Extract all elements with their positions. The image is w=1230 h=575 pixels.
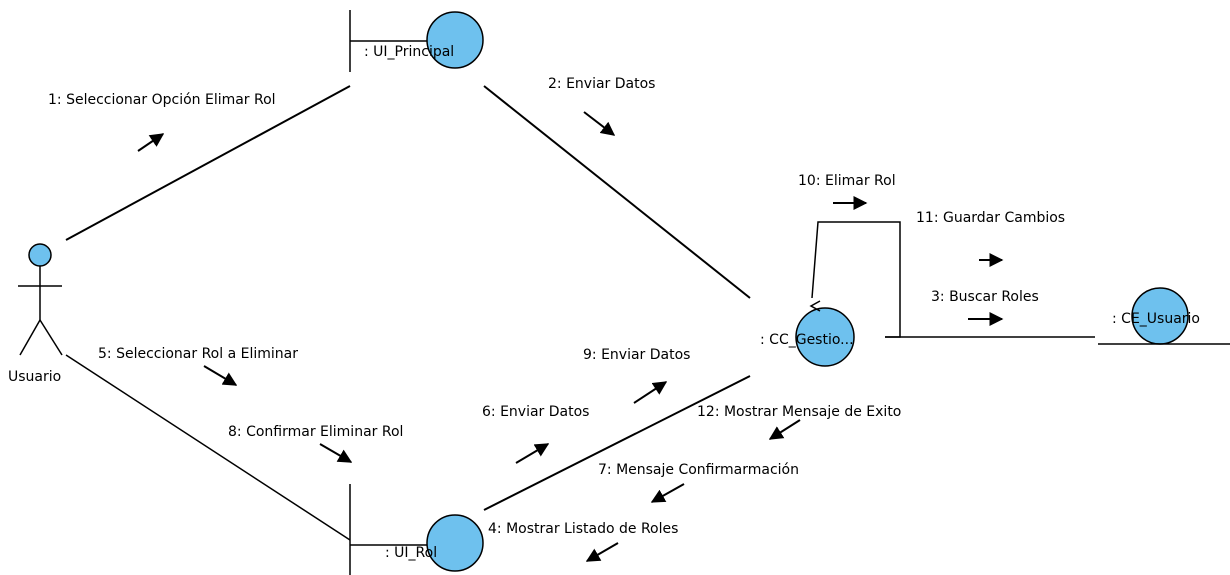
object-ui-principal[interactable]: : UI_Principal [349, 10, 484, 72]
message-labels: 1: Seleccionar Opción Elimar Rol 2: Envi… [48, 76, 1065, 537]
message-10[interactable]: 10: Elimar Rol [798, 173, 896, 189]
message-3[interactable]: 3: Buscar Roles [931, 289, 1039, 305]
message-4[interactable]: 4: Mostrar Listado de Roles [488, 521, 678, 537]
actor-label: Usuario [8, 369, 61, 385]
object-label: : CC_Gestio... [760, 332, 854, 348]
message-5[interactable]: 5: Seleccionar Rol a Eliminar [98, 346, 298, 362]
arrow-m12 [768, 419, 801, 440]
arrow-m5 [203, 365, 238, 386]
link-ui-rol-cc-gestion[interactable] [483, 375, 751, 511]
actor-icon [18, 266, 63, 356]
boundary-icon [349, 484, 427, 575]
boundary-icon [349, 10, 427, 72]
arrow-m6 [515, 443, 550, 464]
boundary-circle [426, 514, 484, 572]
object-label: : UI_Principal [364, 44, 454, 60]
actor-head [28, 243, 52, 267]
boundary-circle [426, 11, 484, 69]
control-arrow-icon [809, 300, 821, 312]
arrow-m7 [650, 483, 685, 503]
message-arrows [137, 111, 1004, 562]
control-circle [795, 307, 855, 367]
message-11[interactable]: 11: Guardar Cambios [916, 210, 1065, 226]
message-9[interactable]: 9: Enviar Datos [583, 347, 690, 363]
object-label: : UI_Rol [385, 545, 437, 561]
arrow-m8 [319, 443, 353, 463]
link-usuario-ui-principal[interactable] [65, 85, 351, 241]
message-12[interactable]: 12: Mostrar Mensaje de Exito [697, 404, 901, 420]
message-7[interactable]: 7: Mensaje Confirmarmación [598, 462, 799, 478]
message-2[interactable]: 2: Enviar Datos [548, 76, 655, 92]
arrow-m2 [583, 111, 616, 136]
link-usuario-ui-rol[interactable] [65, 354, 351, 541]
actor-usuario[interactable]: Usuario [8, 243, 63, 385]
message-6[interactable]: 6: Enviar Datos [482, 404, 589, 420]
arrow-m9 [633, 381, 668, 404]
object-cc-gestion[interactable]: : CC_Gestio... [760, 300, 855, 367]
object-label: : CE_Usuario [1112, 311, 1200, 327]
self-link-cc-gestion[interactable] [811, 221, 901, 338]
arrow-m1 [137, 133, 165, 152]
arrow-m4 [585, 542, 619, 562]
object-ui-rol[interactable]: : UI_Rol [349, 484, 484, 575]
message-1[interactable]: 1: Seleccionar Opción Elimar Rol [48, 92, 276, 108]
links [65, 85, 1095, 541]
message-8[interactable]: 8: Confirmar Eliminar Rol [228, 424, 403, 440]
object-ce-usuario[interactable]: : CE_Usuario [1098, 287, 1230, 345]
link-ui-principal-cc-gestion[interactable] [483, 85, 751, 299]
